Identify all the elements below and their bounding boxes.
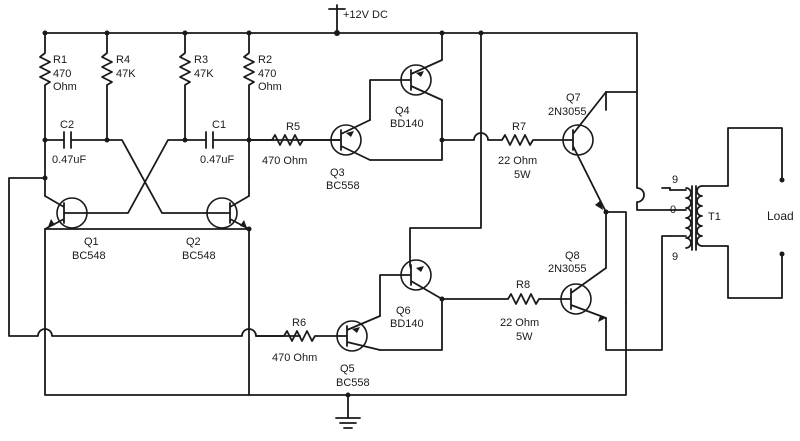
transistor-q6: [379, 259, 443, 317]
t1-tap-bottom: 9: [672, 251, 678, 263]
capacitor-c1: [184, 131, 341, 149]
q3-part: BC558: [326, 180, 360, 192]
transistor-q8: [559, 267, 607, 322]
q1-label: Q1: [84, 236, 99, 248]
q4-part: BD140: [390, 118, 424, 130]
r7-value: 22 Ohm: [498, 155, 537, 167]
resistor-r1: [39, 32, 51, 141]
q6-label: Q6: [396, 305, 411, 317]
t1-tap-center: 0: [670, 204, 676, 216]
q2-label: Q2: [186, 236, 201, 248]
feedback-wire: [8, 177, 301, 337]
ground-icon: [335, 417, 361, 429]
r1-label: R1: [53, 54, 67, 66]
r6-value: 470 Ohm: [272, 352, 317, 364]
q3-label: Q3: [330, 167, 345, 179]
q4-label: Q4: [395, 105, 410, 117]
q5-label: Q5: [340, 363, 355, 375]
resistor-r2: [243, 32, 255, 179]
capacitor-c2: [44, 131, 108, 149]
q5-part: BC558: [336, 377, 370, 389]
resistor-r4: [101, 32, 113, 141]
c2-value: 0.47uF: [52, 154, 87, 166]
r7-label: R7: [512, 121, 526, 133]
cross-coupling-wires: [84, 139, 207, 214]
c1-value: 0.47uF: [200, 154, 235, 166]
r2-value: 470: [258, 68, 276, 80]
r5-value: 470 Ohm: [262, 155, 307, 167]
q1-part: BC548: [72, 250, 106, 262]
transistor-q1: [44, 195, 88, 230]
c2-label: C2: [60, 119, 74, 131]
transistor-q4: [369, 59, 443, 121]
resistor-r3: [179, 32, 191, 141]
q7-part: 2N3055: [548, 106, 587, 118]
ground-rail: [44, 228, 627, 419]
supply-label: +12V DC: [343, 9, 388, 21]
r6-label: R6: [292, 317, 306, 329]
q6-part: BD140: [390, 318, 424, 330]
transistor-q7: [562, 91, 607, 213]
resistor-r6: [255, 330, 341, 342]
t1-label: T1: [708, 211, 721, 223]
r5-label: R5: [286, 121, 300, 133]
resistor-r8: [441, 293, 561, 305]
r8-power: 5W: [516, 331, 533, 343]
transistor-q3: [329, 119, 371, 161]
r2-label: R2: [258, 54, 272, 66]
q2-part: BC548: [182, 250, 216, 262]
r1-value: 470: [53, 68, 71, 80]
transistor-q2: [205, 195, 250, 230]
r4-label: R4: [116, 54, 130, 66]
resistor-r7: [441, 132, 564, 146]
transformer-t1: [669, 127, 783, 299]
c1-label: C1: [212, 119, 226, 131]
t1-tap-top: 9: [672, 174, 678, 186]
resistor-r5: [248, 134, 331, 146]
r7-power: 5W: [514, 169, 531, 181]
r8-value: 22 Ohm: [500, 317, 539, 329]
r3-value: 47K: [194, 68, 214, 80]
load-label: Load: [767, 209, 794, 223]
transistor-q5: [336, 315, 381, 352]
r8-label: R8: [516, 279, 530, 291]
r2-unit: Ohm: [258, 81, 282, 93]
r3-label: R3: [194, 54, 208, 66]
q8-part: 2N3055: [548, 263, 587, 275]
r1-unit: Ohm: [53, 81, 77, 93]
q7-label: Q7: [566, 92, 581, 104]
load-terminals: [779, 177, 785, 257]
r4-value: 47K: [116, 68, 136, 80]
q8-label: Q8: [565, 250, 580, 262]
